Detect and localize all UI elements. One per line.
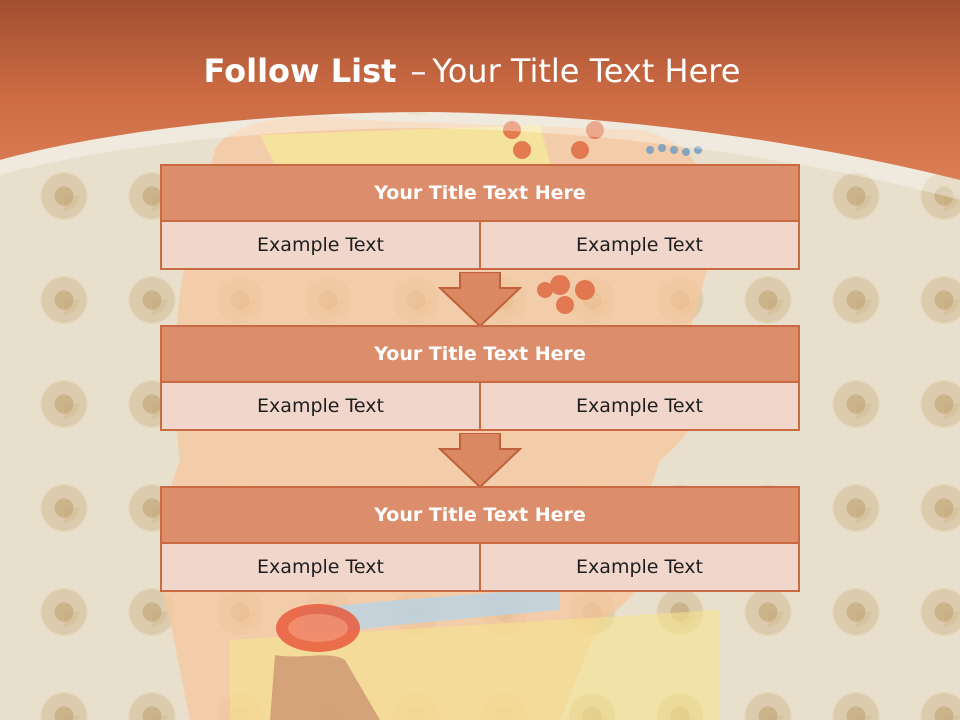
block-title: Your Title Text Here bbox=[162, 327, 798, 383]
block-row: Example Text Example Text bbox=[162, 222, 798, 268]
block-cell-left: Example Text bbox=[162, 383, 481, 429]
block-cell-left: Example Text bbox=[162, 544, 481, 590]
slide-title-separator: – bbox=[410, 52, 427, 90]
block-cell-right: Example Text bbox=[576, 234, 703, 256]
follow-list-block: Your Title Text Here Example Text Exampl… bbox=[160, 325, 800, 431]
block-title: Your Title Text Here bbox=[162, 488, 798, 544]
down-arrow-icon bbox=[438, 272, 522, 328]
block-row: Example Text Example Text bbox=[162, 544, 798, 590]
slide-title: Follow List–Your Title Text Here bbox=[0, 52, 944, 90]
block-cell-left: Example Text bbox=[162, 222, 481, 268]
slide-title-bold: Follow List bbox=[203, 52, 397, 90]
down-arrow-icon bbox=[438, 433, 522, 489]
block-title: Your Title Text Here bbox=[162, 166, 798, 222]
header-band bbox=[0, 0, 960, 200]
block-cell-right: Example Text bbox=[576, 395, 703, 417]
block-cell-right: Example Text bbox=[576, 556, 703, 578]
follow-list-block: Your Title Text Here Example Text Exampl… bbox=[160, 486, 800, 592]
slide-title-rest: Your Title Text Here bbox=[432, 52, 741, 90]
follow-list-block: Your Title Text Here Example Text Exampl… bbox=[160, 164, 800, 270]
block-row: Example Text Example Text bbox=[162, 383, 798, 429]
